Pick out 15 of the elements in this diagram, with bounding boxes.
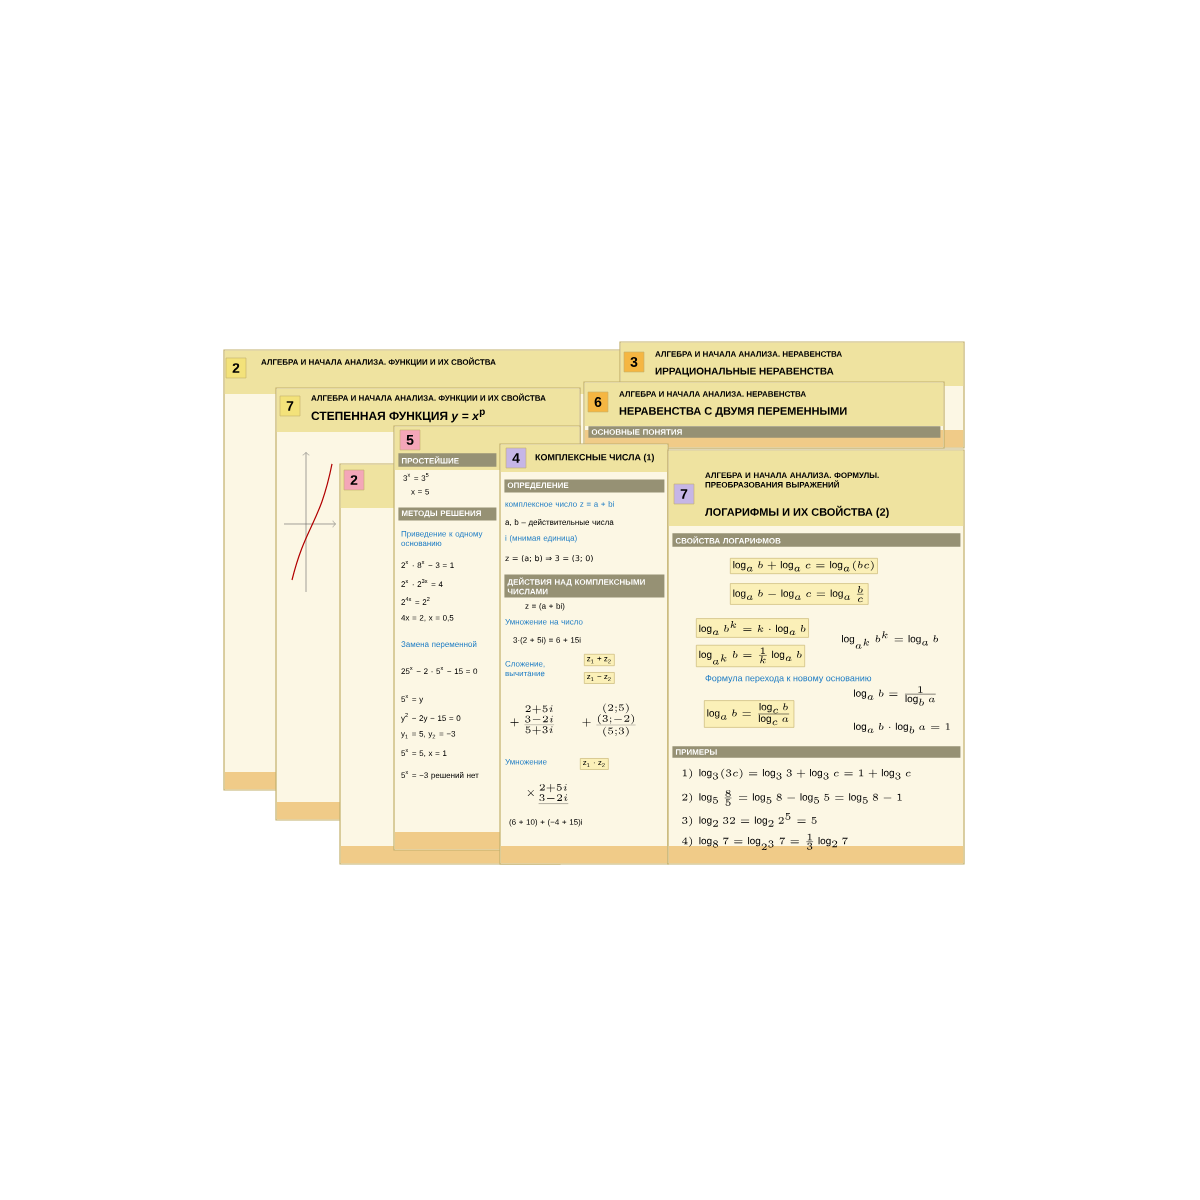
formula: ${\times}{2+5i \atop \underline{3-2i}}$ [527,783,569,804]
formula: $\log_a b={\log_c b \over \log_c a}$ [704,700,795,728]
formula: $\log_a b^k=k\cdot\log_a b$ [696,618,809,638]
formula: $2)\ \log_5{8 \over 5}=\log_5 8-\log_5 5=\log_5 8-1$ [682,790,902,806]
formula: ${+}{{(2;5) \atop \underline{(3;-2)}} \atop (5;3)}$ [582,703,636,737]
formula: $\log_a b-\log_a c=\log_a{b \over c}$ [730,583,869,605]
formula: $\log_{a^k} b={1 \over k}\log_a b$ [696,644,805,668]
formula: ${+}{{2+5i \atop \underline{3-2i}} \atop 5+3i}$ [510,705,555,735]
formula: $\log_a b={1 \over \log_b a}$ [854,686,936,706]
formula: $\log_{a^k} b^k=\log_a b$ [842,631,939,649]
formula: $1)\ \log_3(3c)=\log_3 3+\log_3 c=1+\log_3 c$ [682,768,911,780]
formula: $3)\ \log_2 32=\log_2 2^5=5$ [682,813,817,827]
formula: $\log_a b+\log_a c=\log_a(bc)$ [730,558,878,574]
formula: $\log_a b\cdot\log_b a=1$ [854,722,950,734]
formula: $4)\ \log_8 7=\log_{2^3}7={1 \over 3}\log_2 7$ [682,833,848,851]
